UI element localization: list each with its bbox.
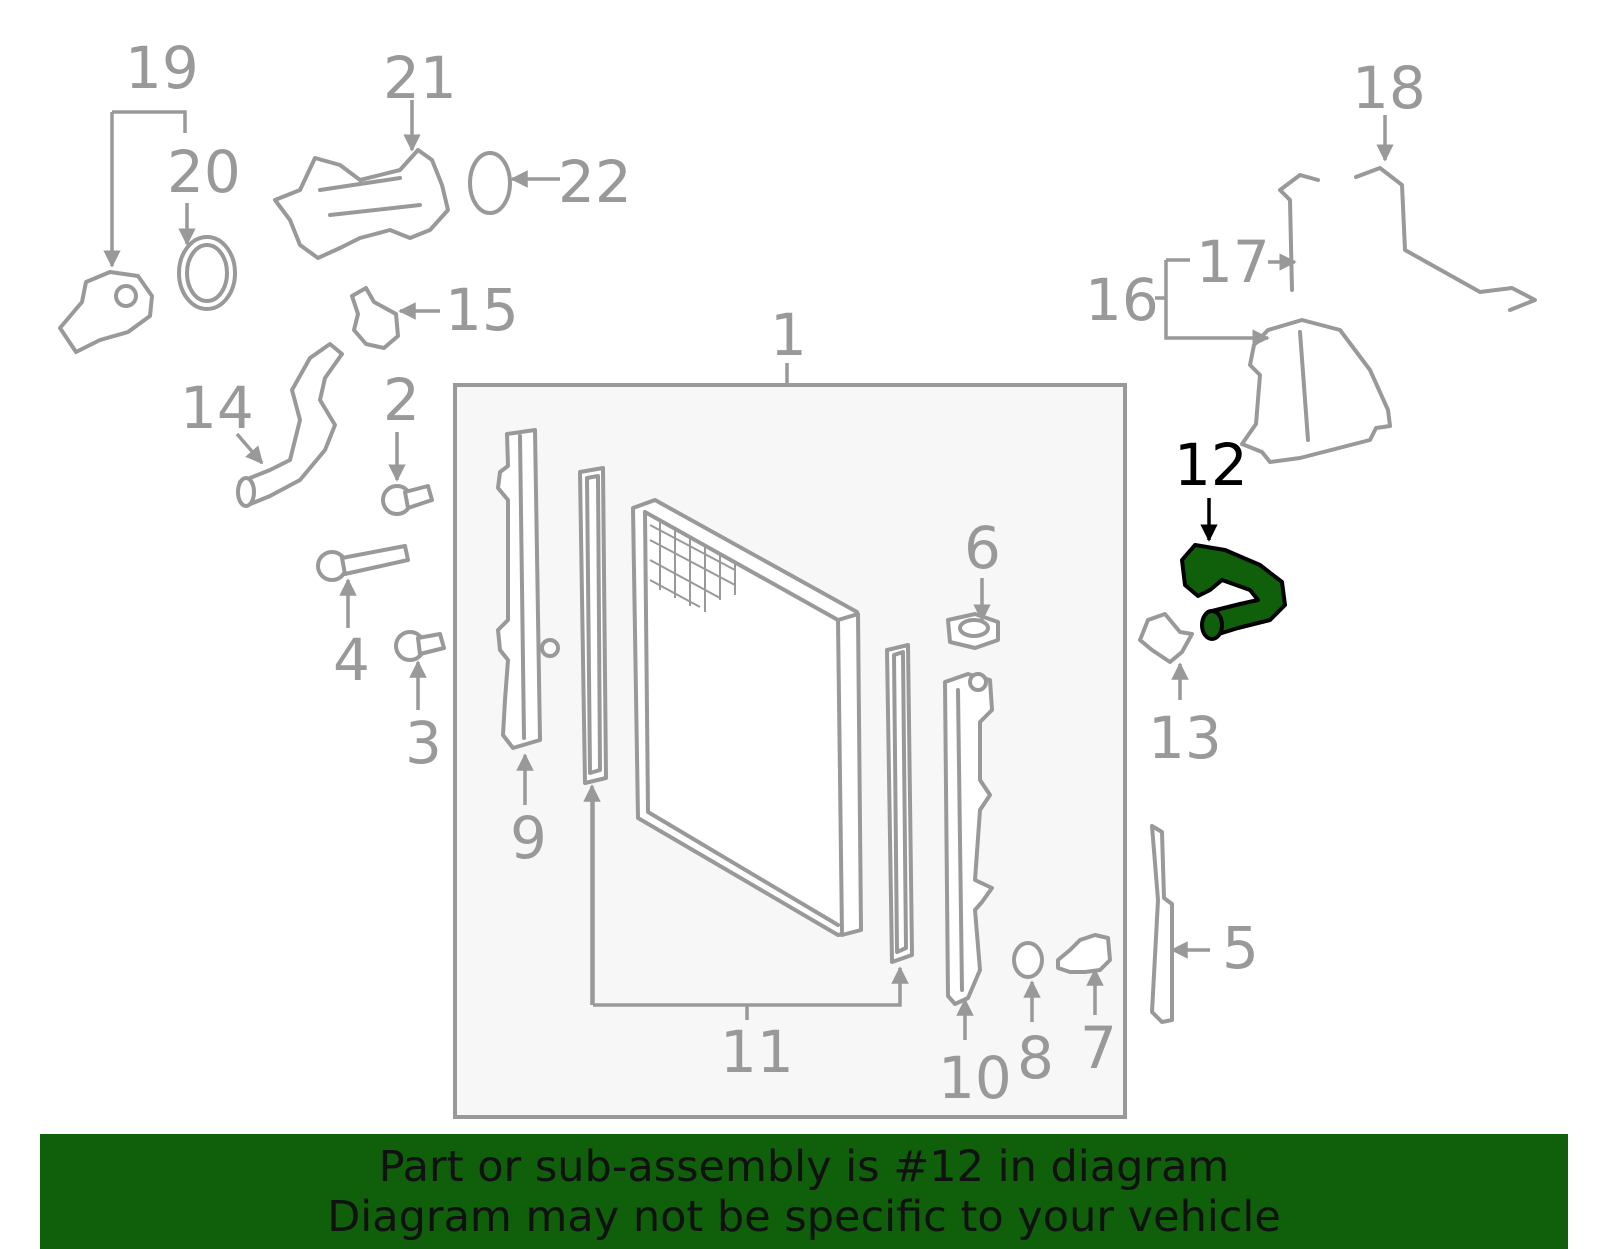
part-4-bolt	[316, 544, 410, 582]
callout-1: 1	[770, 301, 807, 369]
callout-14: 14	[180, 374, 254, 442]
callout-6: 6	[964, 514, 1001, 582]
callout-13: 13	[1148, 704, 1222, 772]
callout-18: 18	[1352, 54, 1426, 122]
part-20-gasket	[177, 235, 237, 311]
callout-7: 7	[1080, 1014, 1117, 1082]
part-17-hose	[1278, 173, 1320, 292]
part-19-housing	[58, 270, 154, 354]
callout-15: 15	[445, 276, 519, 344]
callout-21: 21	[383, 44, 457, 112]
part-13-clamp	[1138, 612, 1194, 664]
parts-diagram: 1 2 3 4 5 6 7 8 9 10 11 12 13 14 15 16 1…	[58, 34, 1537, 1119]
callout-9: 9	[510, 804, 547, 872]
footer-line-1: Part or sub-assembly is #12 in diagram	[378, 1142, 1230, 1192]
part-9-side-bracket	[496, 428, 560, 750]
radiator-core	[631, 498, 863, 937]
callout-11: 11	[720, 1018, 794, 1086]
callout-16: 16	[1085, 266, 1159, 334]
callout-12: 12	[1174, 431, 1248, 499]
footer-banner: Part or sub-assembly is #12 in diagram D…	[40, 1134, 1568, 1249]
part-6-cap	[946, 612, 1000, 650]
part-21-water-pump	[273, 148, 450, 260]
callout-4: 4	[333, 626, 370, 694]
callout-10: 10	[938, 1044, 1012, 1112]
callout-20: 20	[167, 138, 241, 206]
part-2-bolt	[381, 484, 434, 516]
part-15-clamp	[350, 286, 400, 350]
part-12-hose	[1180, 543, 1287, 638]
callout-19: 19	[125, 34, 199, 102]
leader-lines	[103, 100, 1394, 1040]
callout-5: 5	[1222, 914, 1259, 982]
part-5-strip	[1150, 824, 1174, 1024]
footer-line-2: Diagram may not be specific to your vehi…	[327, 1192, 1281, 1242]
part-11-seals	[578, 466, 914, 964]
callout-3: 3	[405, 709, 442, 777]
part-8-washer	[1012, 941, 1044, 979]
part-7-drain-plug	[1056, 933, 1112, 974]
callout-2: 2	[383, 366, 420, 434]
part-18-pipe	[1354, 166, 1537, 312]
part-22-o-ring	[468, 151, 512, 215]
part-14-hose	[238, 342, 344, 507]
part-16-reservoir	[1240, 318, 1392, 464]
callout-8: 8	[1017, 1024, 1054, 1092]
callout-17: 17	[1196, 228, 1270, 296]
part-3-bolt	[394, 630, 446, 662]
callout-22: 22	[558, 148, 632, 216]
